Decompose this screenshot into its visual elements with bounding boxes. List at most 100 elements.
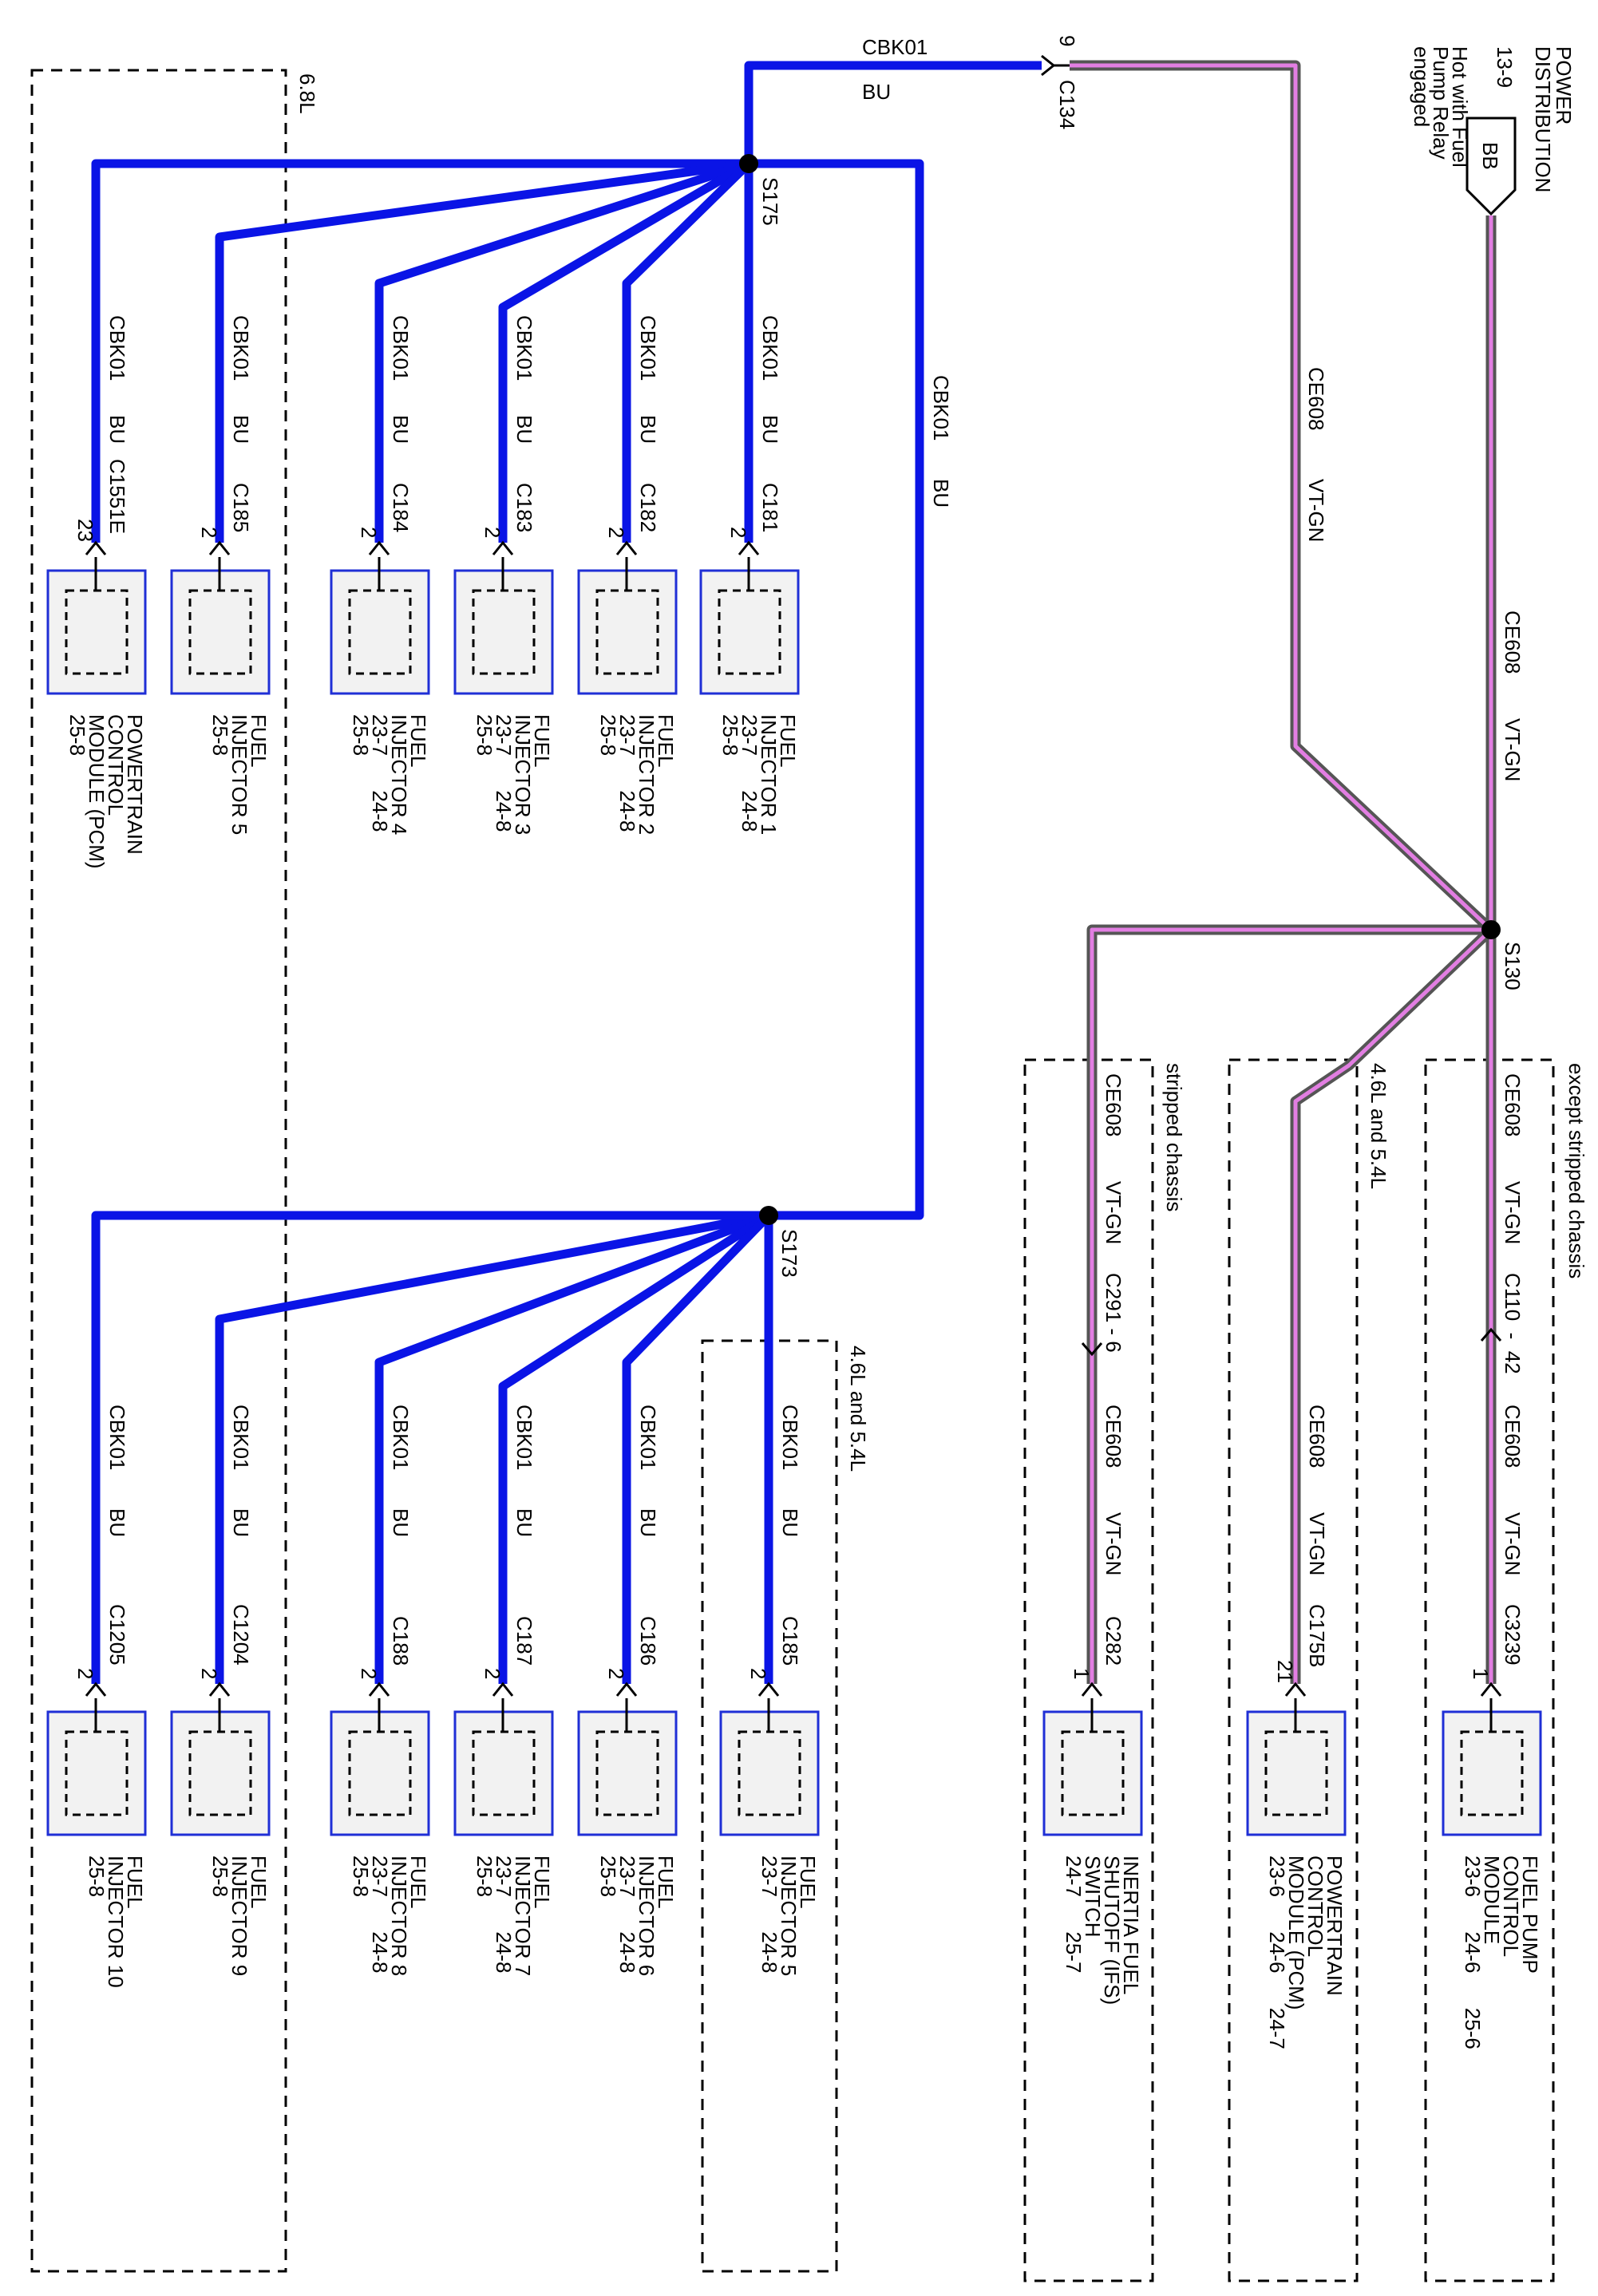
top_row-0-refs-label: 25-8: [65, 714, 89, 756]
top_row-0-line3-label: MODULE (PCM): [85, 714, 109, 869]
region-4-6l-5-4l-pcm: [1228, 1058, 1359, 2282]
bottom_row-0-line2-label: INJECTOR 10: [104, 1855, 128, 1988]
top_row-4-connector-label: C182: [636, 483, 660, 532]
bottom_row-2-line1-label: FUEL: [406, 1855, 430, 1908]
top_row-5-line1-label: FUEL: [776, 714, 800, 767]
region-6-8l-label: 6.8L: [295, 73, 319, 114]
right_col-0-circuit_a-label: CE608: [1501, 1073, 1525, 1137]
right_col-2-refs-label: 24-7 25-7: [1062, 1855, 1086, 1973]
power-note-line2: Pump Relay: [1429, 46, 1453, 160]
c134-connector: C134: [1055, 80, 1079, 129]
right_col-0-color_a-label: VT-GN: [1501, 1181, 1525, 1244]
right_col-0-pin-label: 1: [1469, 1668, 1493, 1679]
bottom_row-5-circuit-label: CBK01: [778, 1405, 802, 1470]
wire-s173-inj7: [498, 1211, 771, 1684]
right_col-1-line1-label: POWERTRAIN: [1323, 1855, 1347, 1996]
top_row-1-pin-label: 2: [197, 527, 221, 538]
splice-s173-label: S173: [777, 1229, 801, 1278]
bottom_row-5-connector-label: C185: [778, 1616, 802, 1666]
right_col-0-inline-label: C110 - 42: [1501, 1273, 1525, 1374]
top_row-0-line2-label: CONTROL: [104, 714, 128, 816]
bottom_row-1-line1-label: FUEL: [247, 1855, 271, 1908]
bottom_row-4-line2-label: INJECTOR 6: [635, 1855, 659, 1976]
component-fuel-injector-7: CBK01 BU C187 2 FUEL INJECTOR 7 23-7 24-…: [453, 1405, 554, 1976]
bottom_row-2-color-label: BU: [389, 1508, 413, 1537]
region-4-6l-pcm-label: 4.6L and 5.4L: [1367, 1063, 1390, 1189]
component-fuel-injector-5-bottom: CBK01 BU C185 2 FUEL INJECTOR 5 23-7 24-…: [719, 1405, 820, 1976]
top-wire-color: BU: [862, 80, 891, 104]
bottom_row-1-connector-label: C1204: [229, 1604, 253, 1666]
top-wire-circuit: CBK01: [862, 35, 928, 59]
component-fuel-injector-1-top: CBK01 BU C181 2 FUEL INJECTOR 1 23-7 24-…: [699, 315, 800, 835]
right_col-0-line1-label: FUEL PUMP: [1518, 1855, 1542, 1974]
wire-s175-pcm: [91, 159, 749, 543]
component-pcm-right: CE608 VT-GN C175B 21 POWERTRAIN CONTROL …: [1246, 1405, 1347, 2049]
bottom_row-3-line1-label: FUEL: [530, 1855, 554, 1908]
bottom_row-4-refs1-label: 23-7 24-8: [615, 1855, 639, 1973]
bottom_row-2-refs2-label: 25-8: [349, 1855, 373, 1897]
right_col-2-connector-label: C282: [1102, 1616, 1125, 1666]
top_row-3-refs1-label: 23-7 24-8: [492, 714, 516, 832]
bottom_row-4-color-label: BU: [636, 1508, 660, 1537]
top_row-3-connector-label: C183: [512, 483, 536, 532]
component-inertia-fuel-shutoff-switch: CE608 VT-GN C291 - 6 CE608 VT-GN C282 1 …: [1042, 1073, 1143, 2005]
wire-s173-inj8: [374, 1211, 770, 1684]
top_row-3-color-label: BU: [512, 415, 536, 444]
wire-s173-inj10: [91, 1211, 769, 1684]
bottom_row-4-refs2-label: 25-8: [596, 1855, 620, 1897]
bottom_row-2-refs1-label: 23-7 24-8: [368, 1855, 392, 1973]
bottom_row-1-refs-label: 25-8: [208, 1855, 232, 1897]
top_row-5-refs1-label: 23-7 24-8: [738, 714, 761, 832]
top_row-4-circuit-label: CBK01: [636, 315, 660, 381]
top_row-2-line1-label: FUEL: [406, 714, 430, 767]
bottom_row-0-line1-label: FUEL: [123, 1855, 147, 1908]
power-distribution-connector-symbol: [1465, 117, 1517, 216]
bottom_row-5-color-label: BU: [778, 1508, 802, 1537]
component-fuel-injector-6: CBK01 BU C186 2 FUEL INJECTOR 6 23-7 24-…: [577, 1405, 678, 1976]
top_row-2-connector-label: C184: [389, 483, 413, 532]
bottom_row-2-connector-label: C188: [389, 1616, 413, 1666]
trunk-color: BU: [929, 479, 953, 508]
top_row-3-line2-label: INJECTOR 3: [511, 714, 535, 835]
top_row-4-refs2-label: 25-8: [596, 714, 620, 756]
bottom_row-4-circuit-label: CBK01: [636, 1405, 660, 1470]
bottom_row-0-pin-label: 2: [73, 1668, 97, 1679]
bottom_row-0-refs-label: 25-8: [85, 1855, 109, 1897]
top_row-5-circuit-label: CBK01: [758, 315, 782, 381]
wire-s175-inj5: [215, 159, 750, 543]
right_col-2-line3-label: SWITCH: [1081, 1855, 1105, 1938]
splice-s130-dot: [1481, 920, 1501, 939]
wire-s175-to-s173: [749, 159, 924, 1220]
top_row-0-pin-label: 23: [73, 519, 97, 542]
bottom_row-5-line1-label: FUEL: [796, 1855, 820, 1908]
component-fuel-injector-3-top: CBK01 BU C183 2 FUEL INJECTOR 3 23-7 24-…: [453, 315, 554, 835]
component-fuel-injector-10: CBK01 BU C1205 2 FUEL INJECTOR 10 25-8: [46, 1405, 147, 1988]
splice-s130-label: S130: [1501, 942, 1525, 990]
top_row-0-circuit-label: CBK01: [105, 315, 129, 381]
component-pcm-top: CBK01 BU C1551E 23 POWERTRAIN CONTROL MO…: [46, 315, 147, 869]
bottom_row-4-pin-label: 2: [604, 1668, 628, 1679]
region-stripped-label: stripped chassis: [1162, 1063, 1186, 1211]
right_col-0-color_b-label: VT-GN: [1501, 1512, 1525, 1575]
wire-s175-inj2: [622, 160, 752, 543]
c134-pin: 9: [1055, 35, 1079, 46]
pin-symbols: [85, 54, 1502, 1697]
wire-s173-inj9: [215, 1211, 770, 1684]
top_row-4-pin-label: 2: [604, 527, 628, 538]
right_col-2-circuit_b-label: CE608: [1102, 1405, 1125, 1468]
power-title-line2: DISTRIBUTION: [1531, 46, 1555, 192]
bottom_row-3-refs1-label: 23-7 24-8: [492, 1855, 516, 1973]
bottom_row-4-line1-label: FUEL: [654, 1855, 678, 1908]
region-4-6l-inj-label: 4.6L and 5.4L: [846, 1346, 870, 1472]
top_row-1-circuit-label: CBK01: [229, 315, 253, 381]
top_row-1-line2-label: INJECTOR 5: [227, 714, 251, 835]
bottom_row-3-line2-label: INJECTOR 7: [511, 1855, 535, 1976]
top_row-4-color-label: BU: [636, 415, 660, 444]
right_col-1-circuit_b-label: CE608: [1305, 1405, 1329, 1468]
bottom_row-5-refs1-label: 23-7 24-8: [757, 1855, 781, 1973]
bottom_row-0-color-label: BU: [105, 1508, 129, 1537]
top_row-2-color-label: BU: [389, 415, 413, 444]
top_row-0-connector-label: C1551E: [105, 459, 129, 534]
wire-s175-inj4: [374, 159, 750, 543]
top_row-3-line1-label: FUEL: [530, 714, 554, 767]
